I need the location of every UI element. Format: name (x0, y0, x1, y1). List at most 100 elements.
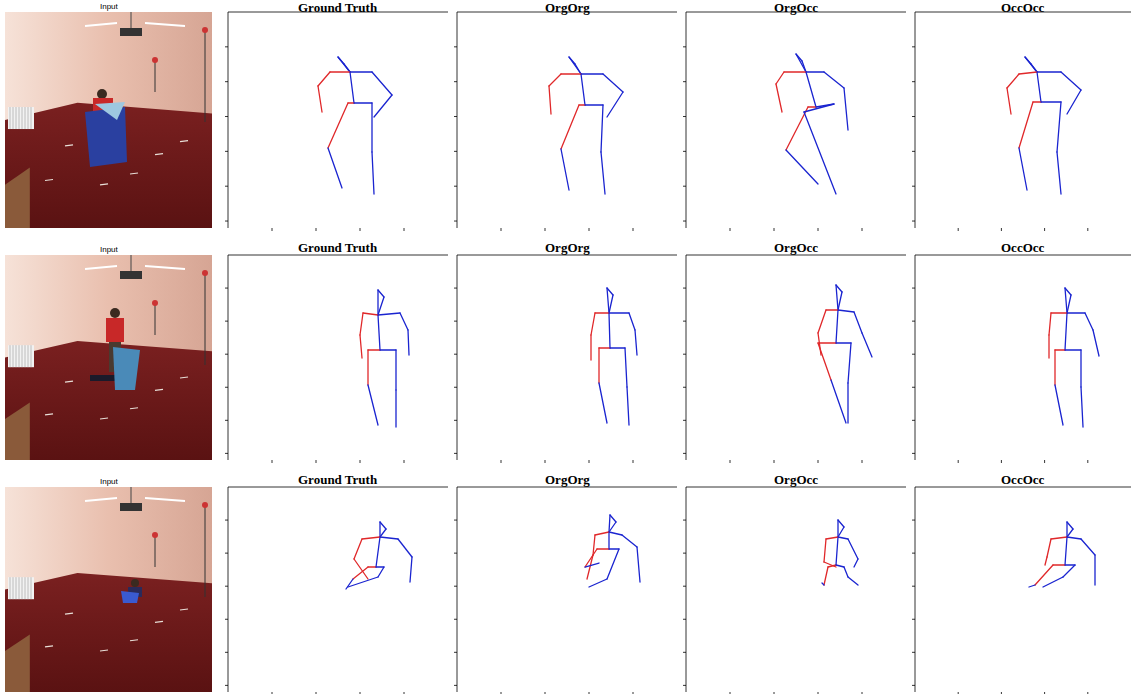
tick (683, 221, 686, 222)
radiator (8, 345, 34, 367)
axis-left (228, 12, 229, 228)
tick (501, 228, 502, 231)
bone (1053, 564, 1065, 565)
tripod (155, 537, 156, 567)
panel-title: OrgOcc (774, 0, 818, 16)
floor-mark (65, 613, 73, 614)
bone (786, 150, 818, 184)
bone (585, 104, 603, 105)
bone (549, 74, 561, 86)
tick (1087, 692, 1088, 694)
bone (368, 566, 376, 567)
bone (1037, 72, 1041, 102)
bone (848, 577, 858, 585)
bone (629, 313, 635, 330)
bone (400, 313, 408, 330)
bone (836, 537, 838, 565)
bone (1019, 72, 1037, 74)
bone (1067, 529, 1073, 537)
bone (824, 72, 844, 88)
tick (1087, 460, 1088, 463)
lamp (145, 498, 185, 501)
tick (958, 460, 959, 463)
bone (599, 347, 610, 348)
bone (610, 515, 616, 522)
floor-mark (180, 609, 188, 610)
bone (1007, 88, 1011, 114)
tick (454, 116, 457, 117)
tick (225, 151, 228, 152)
bone (354, 559, 368, 579)
tick (225, 619, 228, 620)
bone (379, 522, 380, 537)
tick (818, 692, 819, 694)
tick (545, 460, 546, 463)
radiator-fin (31, 345, 32, 367)
bone (350, 71, 372, 72)
bone (378, 567, 384, 577)
tick (454, 553, 457, 554)
floor (5, 103, 212, 228)
tick (225, 186, 228, 187)
floor-mark (100, 418, 108, 419)
tick (454, 453, 457, 454)
radiator-fin (25, 345, 26, 367)
bone (581, 73, 603, 74)
radiator-fin (13, 345, 14, 367)
tick (225, 420, 228, 421)
bone (836, 565, 844, 567)
bone (599, 383, 607, 423)
tripod (155, 62, 156, 92)
panel-title: OccOcc (1001, 240, 1044, 256)
bone (376, 537, 380, 567)
tick (454, 151, 457, 152)
plot-axes (454, 12, 677, 231)
tick (1044, 460, 1045, 463)
bone (848, 343, 851, 383)
tick (912, 553, 915, 554)
pose-skeleton (360, 290, 409, 427)
bone (371, 103, 372, 152)
bone (1043, 577, 1063, 587)
projector (120, 503, 142, 511)
tick (683, 387, 686, 388)
tick (683, 116, 686, 117)
bone (579, 104, 585, 105)
bone (609, 312, 629, 313)
radiator-fin (22, 107, 23, 129)
tripod (205, 507, 206, 597)
radiator-fin (10, 107, 11, 129)
tick (912, 116, 915, 117)
bone (1033, 101, 1041, 102)
bone (610, 347, 625, 348)
floor-mark (130, 408, 138, 409)
bone (595, 312, 609, 313)
radiator-fin (13, 107, 14, 129)
tick (912, 619, 915, 620)
bone (1067, 522, 1073, 529)
axis-left (915, 487, 916, 692)
axis-left (457, 487, 458, 692)
axis-left (457, 255, 458, 460)
tick (501, 692, 502, 694)
tick (454, 387, 457, 388)
bone (1051, 537, 1067, 539)
bone (380, 522, 386, 529)
pose-skeleton (318, 57, 392, 194)
pose-skeleton (591, 288, 637, 425)
floor-mark (65, 381, 73, 382)
tick (862, 692, 863, 694)
radiator-fin (31, 577, 32, 599)
bone (398, 539, 412, 557)
bone (410, 557, 412, 582)
tick (912, 354, 915, 355)
bone (838, 292, 842, 310)
camera (202, 27, 208, 33)
bone (796, 54, 806, 72)
floor (5, 573, 212, 692)
bone (598, 348, 599, 383)
bone (806, 72, 816, 107)
bone (597, 548, 609, 549)
bone (1049, 313, 1051, 335)
